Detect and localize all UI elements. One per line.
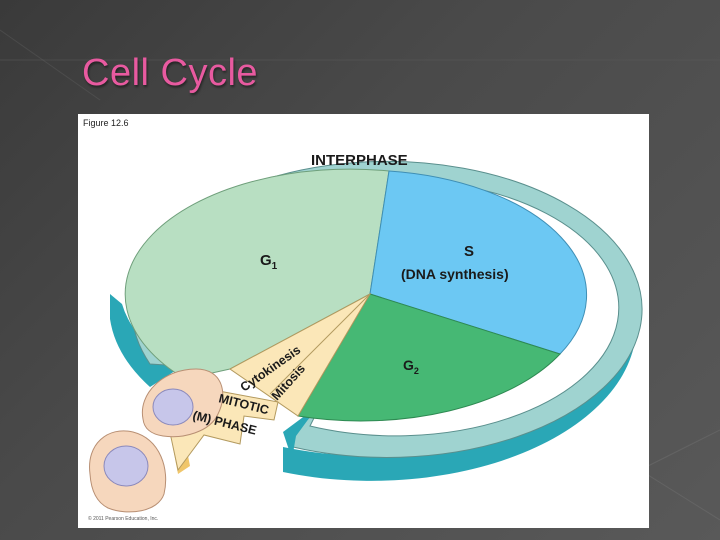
- s-detail-label: (DNA synthesis): [401, 266, 509, 282]
- g2-label: G2: [403, 357, 419, 376]
- g1-label-sub: 1: [272, 261, 278, 272]
- g1-label-main: G: [260, 252, 272, 269]
- figure-panel: Figure 12.6: [78, 114, 649, 528]
- slide-title: Cell Cycle: [82, 52, 259, 94]
- g2-label-sub: 2: [414, 366, 419, 376]
- s-sector: [369, 170, 588, 355]
- s-label: S: [464, 243, 474, 260]
- parent-cell: [141, 368, 224, 438]
- daughter-cell: [89, 430, 167, 513]
- g2-sector: [297, 293, 561, 422]
- interphase-arrow-head: [283, 406, 318, 459]
- copyright-notice: © 2011 Pearson Education, Inc.: [88, 516, 159, 522]
- mitosis-cytokinesis-divider: [269, 293, 371, 395]
- cell-cycle-diagram: INTERPHASE G1 S (DNA synthesis) G2 Cytok…: [89, 152, 643, 513]
- interphase-label: INTERPHASE: [311, 152, 408, 169]
- g1-label: G1: [260, 252, 278, 272]
- mitotic-sector: [229, 292, 372, 417]
- interphase-ring-side-right: [283, 294, 637, 481]
- figure-label: Figure 12.6: [83, 118, 129, 128]
- g2-label-main: G: [403, 357, 414, 373]
- g1-sector: [124, 168, 390, 380]
